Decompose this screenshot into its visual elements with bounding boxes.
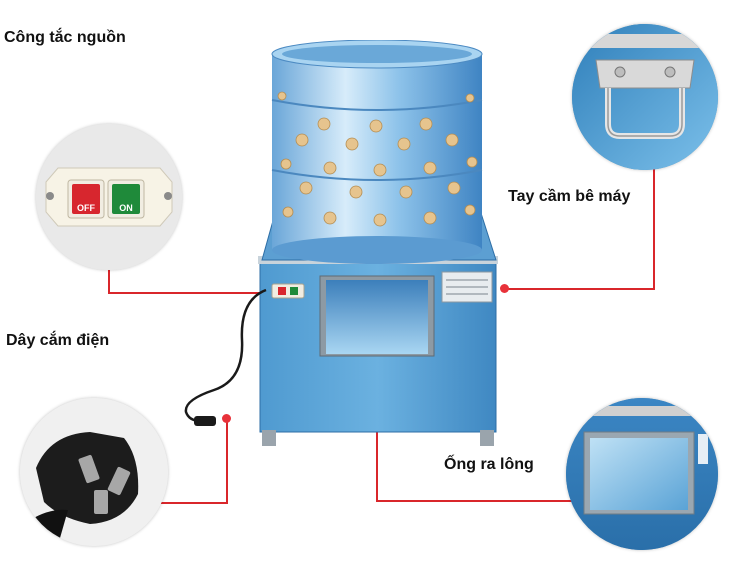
plug-photo — [20, 398, 168, 546]
plucker-machine — [180, 40, 510, 450]
callout-line-switch-v — [108, 262, 110, 294]
callout-line-switch-h — [108, 292, 266, 294]
handle-graphic — [572, 24, 718, 170]
callout-line-handle-v — [653, 152, 655, 290]
off-button-label: OFF — [77, 203, 95, 213]
callout-line-cord-v — [226, 420, 228, 504]
outlet-graphic — [566, 398, 718, 550]
outlet-photo — [566, 398, 718, 550]
label-power-switch: Công tắc nguồn — [4, 29, 126, 46]
on-button-label: ON — [119, 203, 133, 213]
label-power-cord: Dây cắm điện — [6, 332, 110, 349]
callout-dot-handle — [500, 284, 509, 293]
callout-line-handle-h — [505, 288, 655, 290]
label-feather-outlet: Ống ra lông — [444, 456, 534, 473]
switch-panel-graphic — [36, 124, 182, 270]
plucker-machine-graphic — [184, 40, 498, 446]
callout-line-outlet-h — [376, 500, 574, 502]
handle-photo — [572, 24, 718, 170]
callout-dot-cord — [222, 414, 231, 423]
plug-graphic — [20, 398, 168, 546]
callout-line-cord-h — [134, 502, 228, 504]
label-handle: Tay cầm bê máy — [508, 188, 631, 205]
power-switch-photo: OFF ON — [36, 124, 182, 270]
